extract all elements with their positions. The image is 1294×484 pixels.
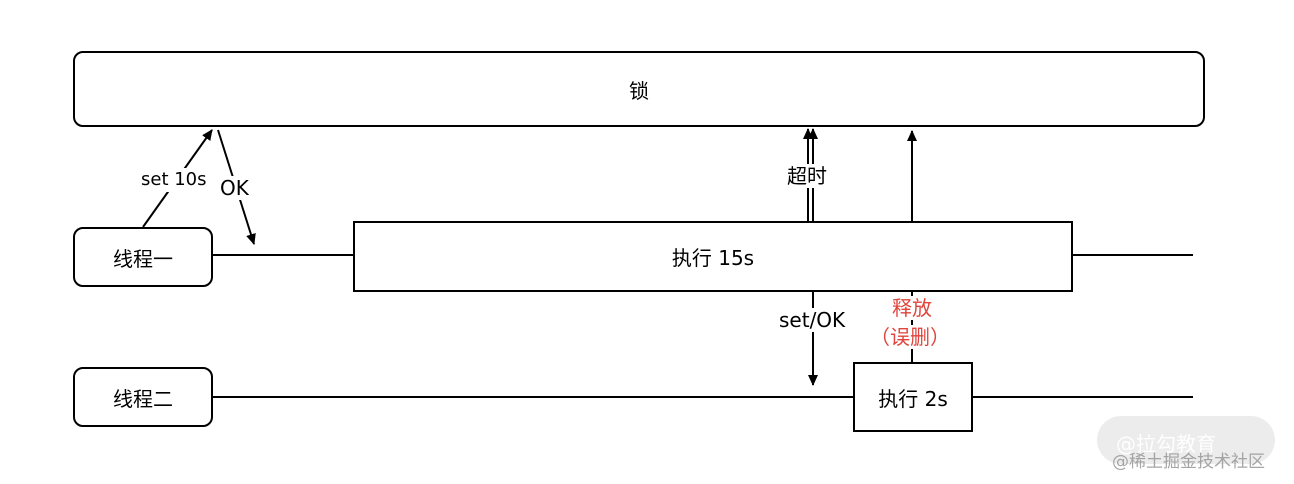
thread2-exec-label: 执行 2s — [878, 386, 948, 411]
set-ok-label: set/OK — [777, 308, 848, 332]
lock-box: 锁 — [73, 51, 1205, 127]
thread2-label: 线程二 — [113, 386, 173, 411]
watermark-bubble — [1097, 416, 1275, 464]
set-10s-label: set 10s — [139, 168, 209, 192]
thread1-box: 线程一 — [73, 227, 213, 287]
timeout-label: 超时 — [785, 164, 829, 188]
thread2-box: 线程二 — [73, 367, 213, 427]
release-label-line1: 释放 — [890, 296, 934, 320]
thread2-exec-box: 执行 2s — [853, 362, 973, 432]
watermark-line2: @稀土掘金技术社区 — [1112, 452, 1265, 472]
watermark-line1: @拉勾教育 — [1116, 432, 1216, 456]
thread1-label: 线程一 — [113, 246, 173, 271]
thread1-exec-box: 执行 15s — [353, 221, 1073, 292]
release-label-line2: （误删） — [868, 325, 952, 349]
thread1-exec-label: 执行 15s — [671, 246, 755, 270]
ok-label: OK — [218, 176, 251, 200]
lock-label: 锁 — [629, 78, 649, 103]
